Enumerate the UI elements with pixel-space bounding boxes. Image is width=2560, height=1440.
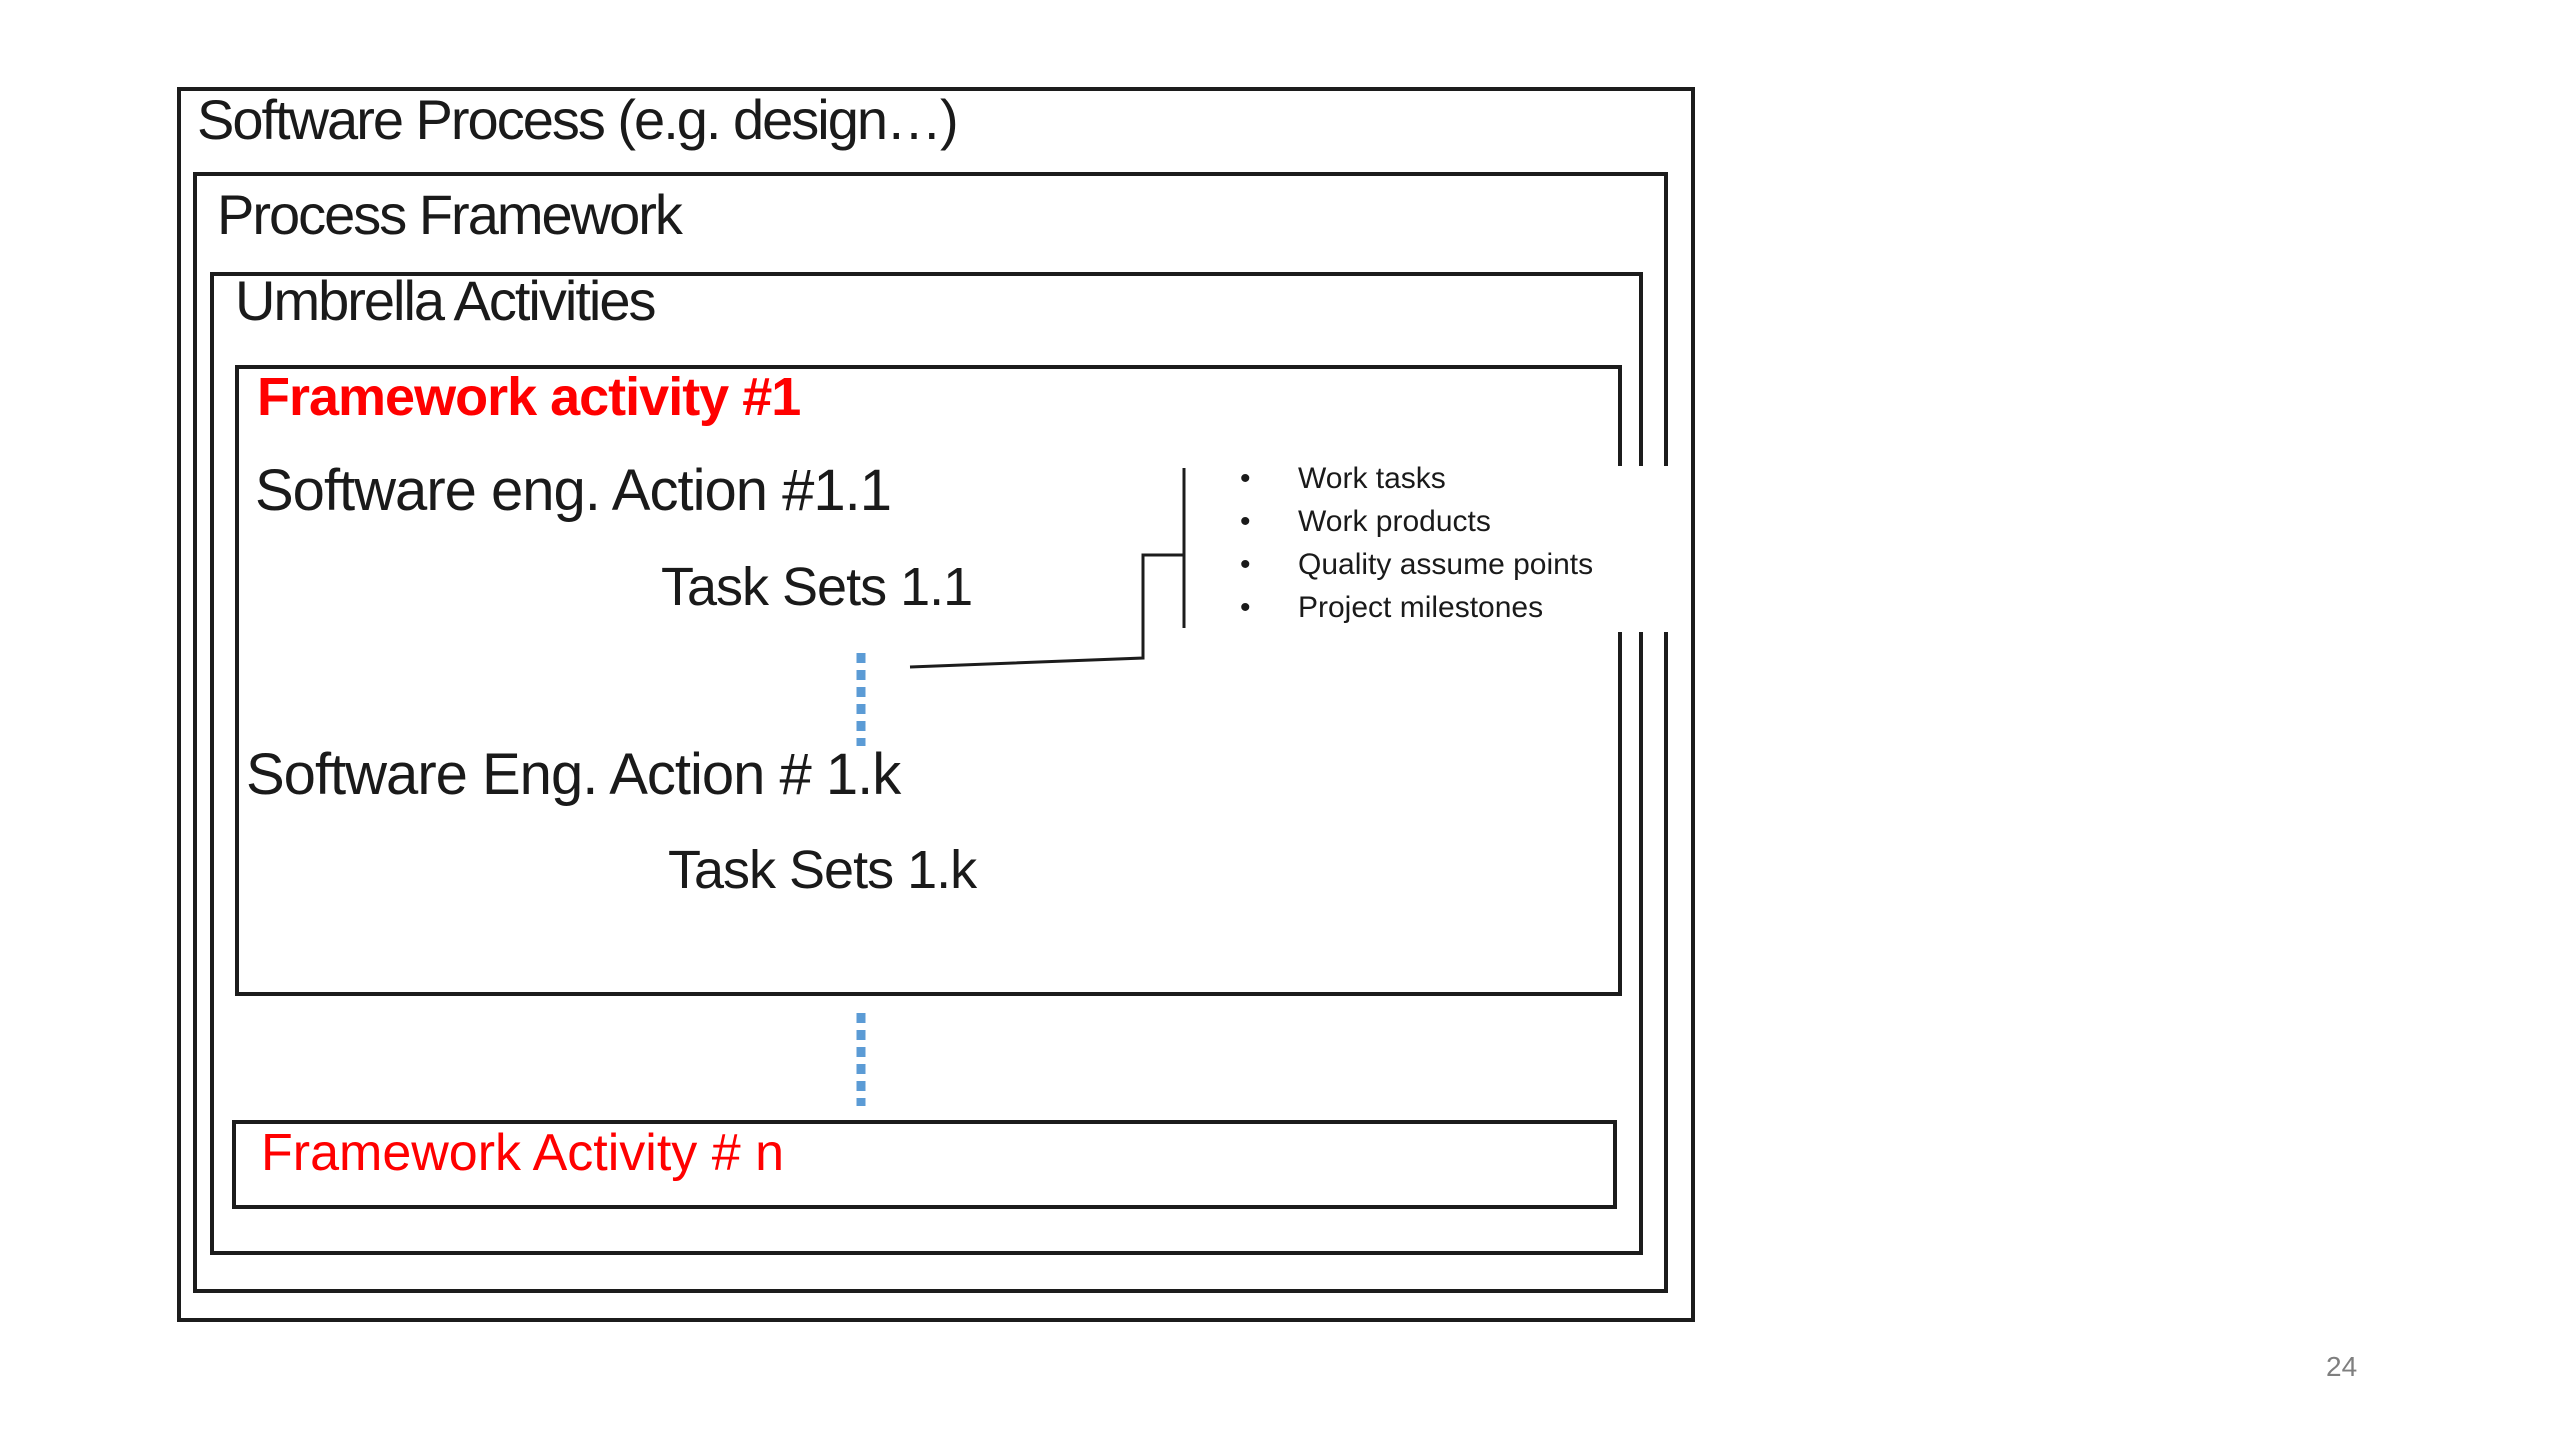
- bullet-icon: •: [1240, 548, 1251, 581]
- list-item: • Project milestones: [1228, 591, 1593, 625]
- task-sets-1-k-label: Task Sets 1.k: [668, 840, 977, 900]
- umbrella-activities-label: Umbrella Activities: [235, 269, 656, 332]
- list-item: • Work products: [1228, 505, 1593, 539]
- framework-activity-1-box: [235, 365, 1622, 996]
- callout-item-label: Project milestones: [1298, 591, 1544, 624]
- page-number: 24: [2326, 1351, 2358, 1382]
- callout-item-label: Work tasks: [1298, 462, 1446, 495]
- umbrella-activities-box: [210, 272, 1643, 1255]
- bullet-icon: •: [1240, 462, 1251, 495]
- process-framework-label: Process Framework: [217, 183, 683, 246]
- callout-bullet-list: • Work tasks • Work products • Quality a…: [1228, 462, 1593, 625]
- software-eng-action-1-k-label: Software Eng. Action # 1.k: [246, 742, 901, 807]
- callout-item-label: Quality assume points: [1298, 548, 1594, 581]
- software-process-title: Software Process (e.g. design…): [197, 88, 959, 151]
- callout-item-label: Work products: [1298, 505, 1491, 538]
- list-item: • Work tasks: [1228, 462, 1593, 496]
- software-process-box: [177, 87, 1695, 1322]
- callout-panel: [1195, 466, 1687, 632]
- process-framework-box: [193, 172, 1668, 1293]
- framework-activity-n-box: [232, 1120, 1617, 1209]
- task-sets-1-1-label: Task Sets 1.1: [661, 557, 973, 617]
- framework-activity-n-label: Framework Activity # n: [261, 1124, 785, 1182]
- software-eng-action-1-1-label: Software eng. Action #1.1: [255, 458, 892, 523]
- bullet-icon: •: [1240, 591, 1251, 624]
- list-item: • Quality assume points: [1228, 548, 1593, 582]
- bullet-icon: •: [1240, 505, 1251, 538]
- framework-activity-1-label: Framework activity #1: [257, 367, 801, 427]
